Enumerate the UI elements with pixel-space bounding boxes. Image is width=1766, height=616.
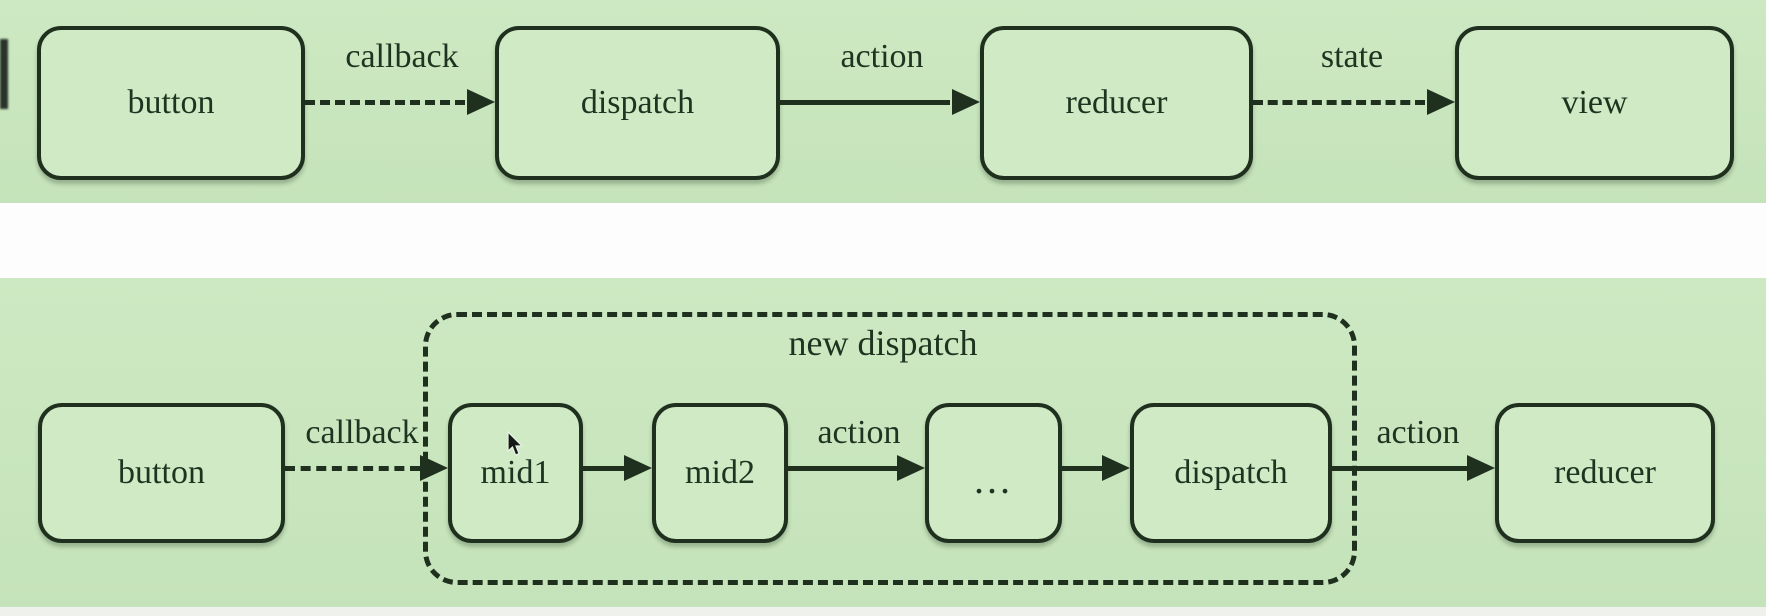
video-edge-artifact (0, 39, 8, 109)
edge-callback2-label: callback (305, 414, 419, 451)
bottom-green-band (0, 278, 1766, 607)
white-gap-band (0, 203, 1766, 278)
node-label: reducer (1065, 84, 1168, 121)
flow-node-ellipsis: ... (925, 403, 1062, 543)
edge-callback2-line (285, 466, 420, 471)
edge-mid1-mid2-arrowhead (624, 455, 652, 481)
footer-strip (0, 607, 1766, 616)
edge-action1-arrowhead (897, 455, 925, 481)
edge-action-arrowhead (952, 89, 980, 115)
edge-state-label: state (1320, 38, 1384, 75)
edge-action2-label: action (1376, 414, 1460, 451)
node-label: mid2 (685, 454, 755, 491)
node-label: button (127, 84, 215, 121)
edge-dots-dispatch-line (1062, 466, 1102, 471)
flow-node-button-top: button (37, 26, 305, 180)
edge-state-arrowhead (1427, 89, 1455, 115)
edge-callback2-arrowhead (420, 455, 448, 481)
node-label: dispatch (580, 84, 695, 121)
node-label: reducer (1554, 454, 1656, 491)
flow-node-mid1: mid1 (448, 403, 583, 543)
edge-action2-line (1332, 466, 1467, 471)
flow-node-button-bottom: button (38, 403, 285, 543)
flow-node-reducer-bottom: reducer (1495, 403, 1715, 543)
new-dispatch-group-box (423, 312, 1357, 585)
node-label: button (118, 454, 205, 491)
edge-callback-label: callback (345, 38, 459, 75)
node-label: view (1561, 84, 1628, 121)
edge-mid1-mid2-line (583, 466, 624, 471)
edge-dots-dispatch-arrowhead (1102, 455, 1130, 481)
new-dispatch-group-label: new dispatch (788, 323, 978, 363)
edge-action1-label: action (817, 414, 901, 451)
edge-action2-arrowhead (1467, 455, 1495, 481)
node-label: dispatch (1174, 454, 1288, 491)
flow-node-reducer-top: reducer (980, 26, 1253, 180)
edge-callback-arrowhead (467, 89, 495, 115)
edge-state-line (1253, 100, 1425, 105)
flow-node-dispatch-bottom: dispatch (1130, 403, 1332, 543)
flow-node-dispatch-top: dispatch (495, 26, 780, 180)
node-label: ... (974, 456, 1013, 502)
flow-node-view: view (1455, 26, 1734, 180)
edge-callback-line (305, 100, 465, 105)
node-label: mid1 (480, 454, 551, 491)
edge-action1-line (788, 466, 897, 471)
edge-action-label: action (840, 38, 924, 75)
flow-node-mid2: mid2 (652, 403, 788, 543)
mouse-cursor-icon (507, 431, 524, 456)
edge-action-line (780, 100, 950, 105)
